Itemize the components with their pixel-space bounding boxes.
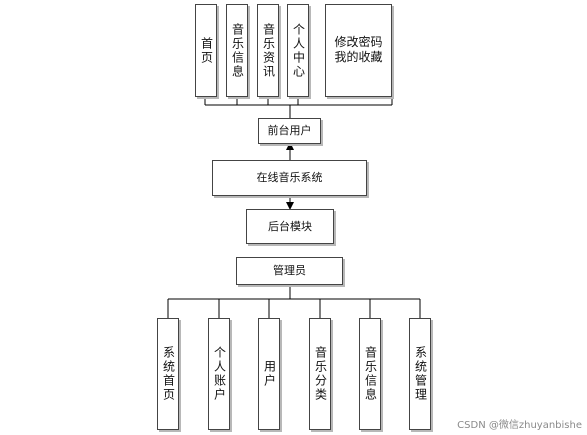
module-password-label: 修改密码	[334, 35, 383, 49]
module-music-category: 音乐分类	[309, 318, 331, 430]
module-home-label: 首页	[199, 36, 214, 65]
backend-node: 后台模块	[246, 209, 334, 244]
module-password-favorites: 修改密码 我的收藏	[325, 4, 392, 97]
module-users: 用户	[258, 318, 280, 430]
module-music-info-admin-label: 音乐信息	[363, 346, 378, 402]
module-music-info-label: 音乐信息	[230, 22, 245, 79]
front-user-label: 前台用户	[267, 124, 312, 138]
csdn-watermark: CSDN @微信zhuyanbishe	[457, 420, 582, 431]
module-personal-center: 个人中心	[287, 4, 309, 97]
system-label: 在线音乐系统	[256, 171, 323, 185]
module-system-home-label: 系统首页	[161, 346, 176, 402]
system-node: 在线音乐系统	[212, 160, 367, 196]
module-personal-account-label: 个人账户	[212, 346, 227, 402]
module-music-news-label: 音乐资讯	[261, 22, 276, 79]
front-user-node: 前台用户	[258, 118, 321, 144]
module-system-home: 系统首页	[157, 318, 179, 430]
admin-node: 管理员	[236, 257, 343, 285]
module-users-label: 用户	[262, 360, 277, 388]
module-home: 首页	[195, 4, 217, 97]
module-system-management: 系统管理	[409, 318, 431, 430]
module-personal-center-label: 个人中心	[291, 22, 306, 79]
module-music-news: 音乐资讯	[257, 4, 279, 97]
module-music-info: 音乐信息	[226, 4, 248, 97]
module-system-management-label: 系统管理	[413, 346, 428, 402]
module-music-category-label: 音乐分类	[313, 346, 328, 402]
module-personal-account: 个人账户	[208, 318, 230, 430]
admin-label: 管理员	[273, 264, 306, 278]
module-music-info-admin: 音乐信息	[359, 318, 381, 430]
module-favorites-label: 我的收藏	[334, 50, 383, 64]
backend-label: 后台模块	[268, 219, 312, 233]
